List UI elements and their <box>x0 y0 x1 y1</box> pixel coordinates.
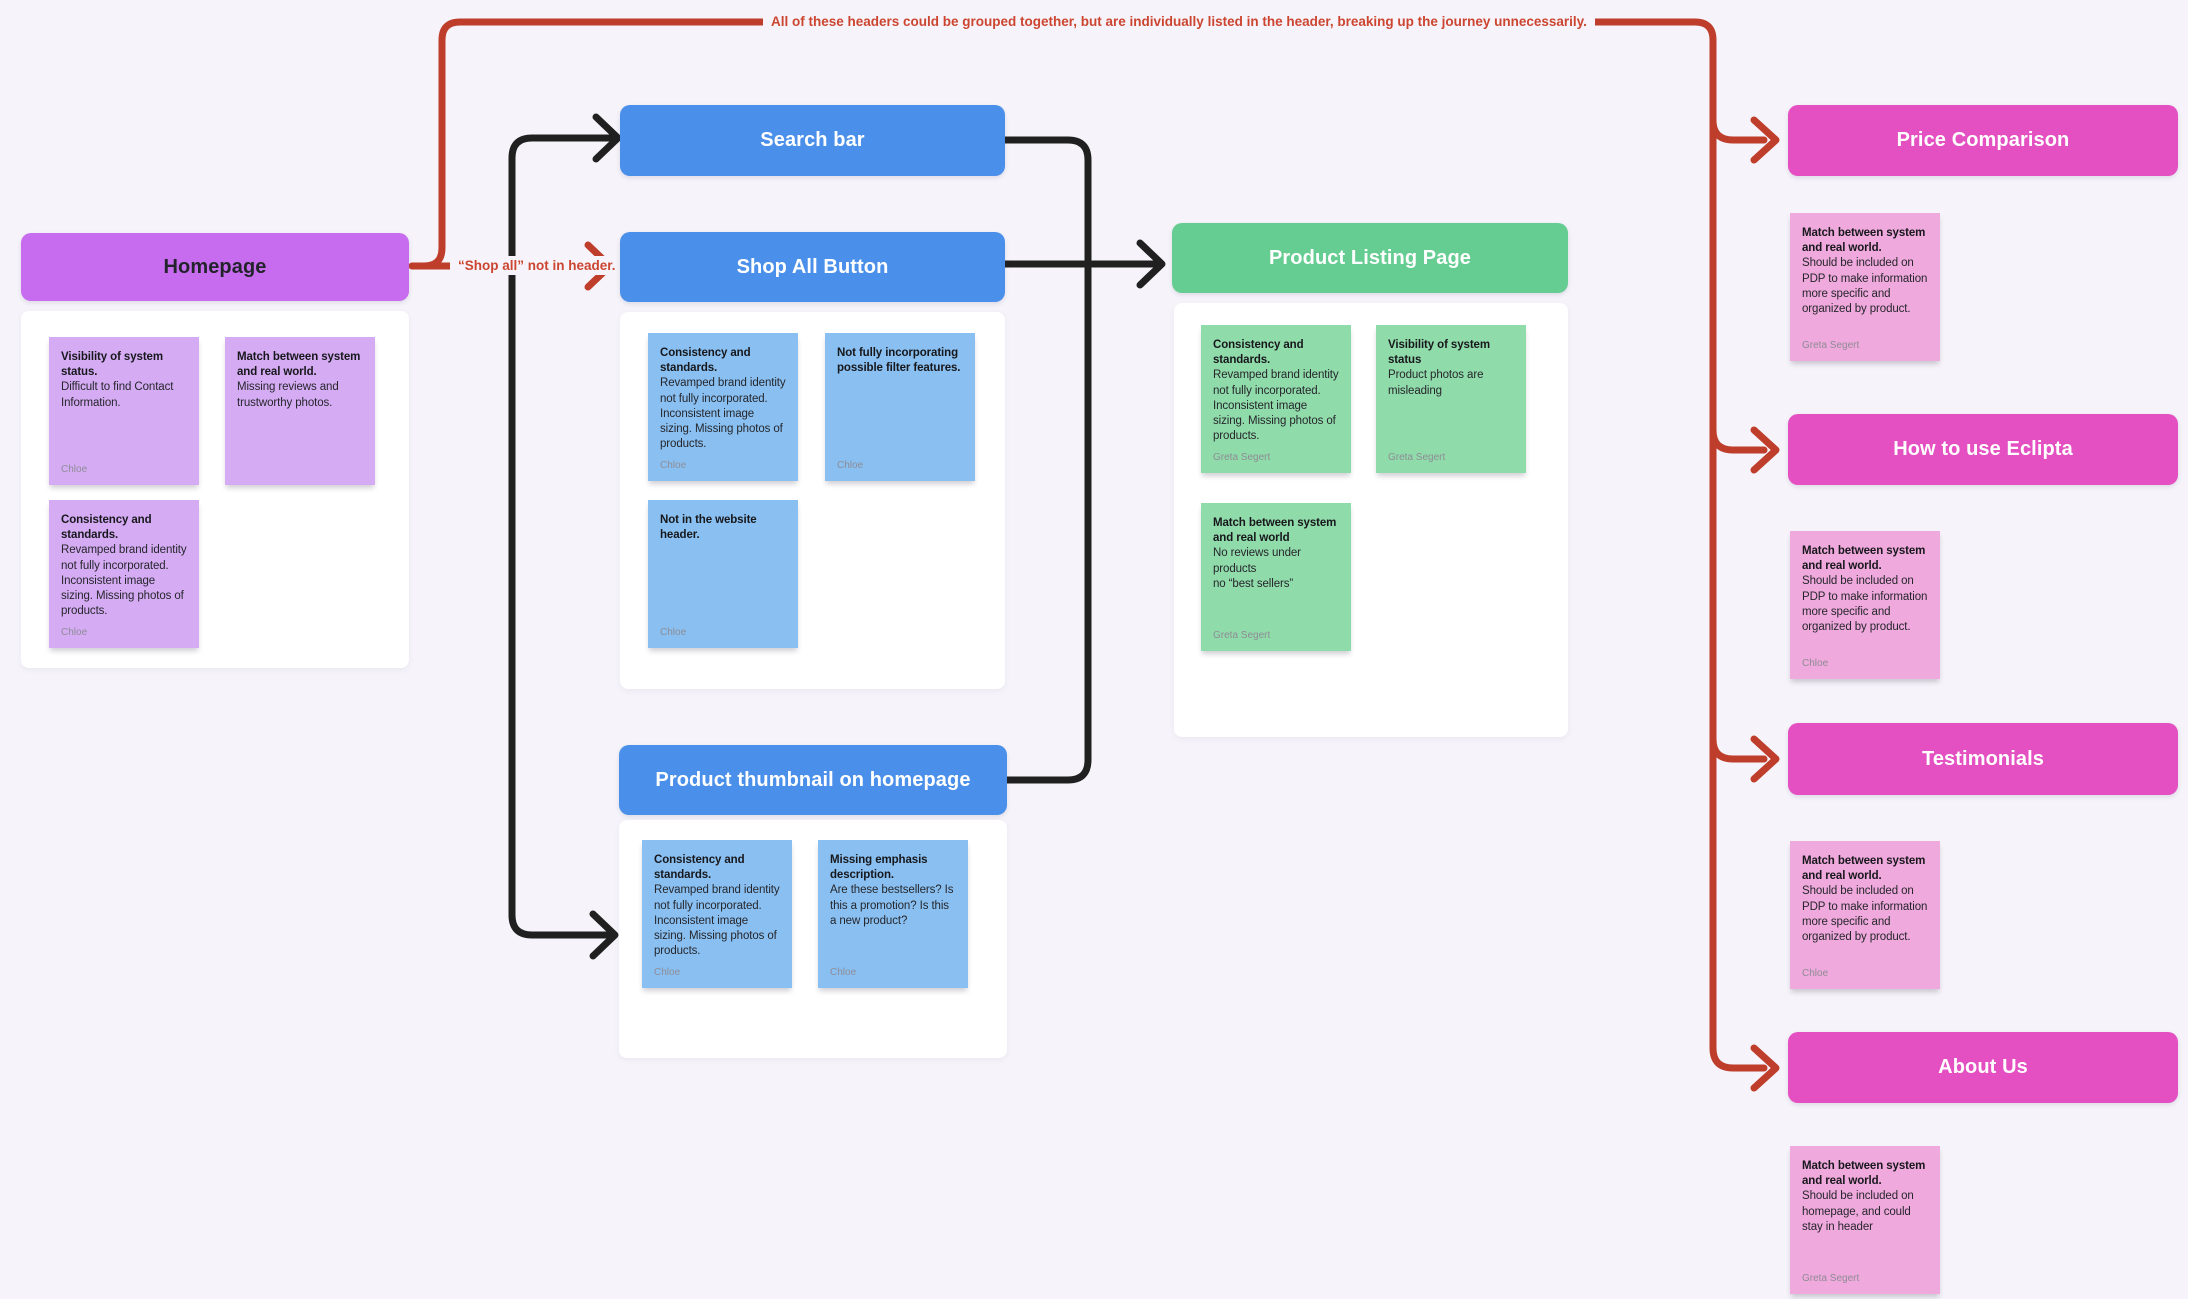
sticky-note-how-to-use[interactable]: Match between system and real world. Sho… <box>1790 531 1940 679</box>
sticky-note-plp-1[interactable]: Consistency and standards. Revamped bran… <box>1201 325 1351 473</box>
note-author: Chloe <box>830 966 857 978</box>
note-title: Not in the website header. <box>660 514 757 542</box>
about-us-header[interactable]: About Us <box>1788 1032 2178 1103</box>
note-title: Not fully incorporating possible filter … <box>837 347 961 375</box>
note-body: Revamped brand identity not fully incorp… <box>61 544 187 618</box>
note-title: Visibility of system status <box>1388 339 1490 367</box>
note-author: Chloe <box>61 626 88 638</box>
sticky-note-shop-all-3[interactable]: Not in the website header. Chloe <box>648 500 798 648</box>
connector-thumbnail-to-junction[interactable] <box>1001 260 1092 784</box>
note-body: Product photos are misleading <box>1388 369 1484 397</box>
note-author: Chloe <box>1802 967 1829 979</box>
note-title: Missing emphasis description. <box>830 854 928 882</box>
note-title: Consistency and standards. <box>660 347 751 375</box>
note-body: Should be included on PDP to make inform… <box>1802 885 1928 943</box>
arrowhead-search-bar <box>592 113 622 163</box>
shop-all-header[interactable]: Shop All Button <box>620 232 1005 302</box>
sticky-note-thumbnail-1[interactable]: Consistency and standards. Revamped bran… <box>642 840 792 988</box>
note-body: Missing reviews and trustworthy photos. <box>237 381 339 409</box>
product-listing-header[interactable]: Product Listing Page <box>1172 223 1568 293</box>
sticky-note-plp-3[interactable]: Match between system and real world No r… <box>1201 503 1351 651</box>
note-author: Chloe <box>837 459 864 471</box>
note-body: Should be included on PDP to make inform… <box>1802 575 1928 633</box>
note-body: Are these bestsellers? Is this a promoti… <box>830 884 954 927</box>
note-body: Difficult to find Contact Information. <box>61 381 174 409</box>
note-title: Consistency and standards. <box>1213 339 1304 367</box>
note-body: Revamped brand identity not fully incorp… <box>1213 369 1339 443</box>
how-to-use-header[interactable]: How to use Eclipta <box>1788 414 2178 485</box>
note-body: No reviews under products no “best selle… <box>1213 547 1301 590</box>
note-body: Should be included on PDP to make inform… <box>1802 257 1928 315</box>
note-title: Match between system and real world. <box>1802 855 1926 883</box>
testimonials-header[interactable]: Testimonials <box>1788 723 2178 795</box>
note-title: Match between system and real world. <box>1802 545 1926 573</box>
branch-testimonials[interactable] <box>1709 735 1768 763</box>
price-comparison-header[interactable]: Price Comparison <box>1788 105 2178 176</box>
note-author: Chloe <box>660 626 687 638</box>
sticky-note-price-comparison[interactable]: Match between system and real world. Sho… <box>1790 213 1940 361</box>
annotation-shop-all[interactable]: “Shop all” not in header. <box>450 256 624 275</box>
note-author: Chloe <box>1802 657 1829 669</box>
note-author: Greta Segert <box>1213 451 1271 463</box>
connector-search-bar-to-junction[interactable] <box>1001 136 1092 268</box>
sticky-note-testimonials[interactable]: Match between system and real world. Sho… <box>1790 841 1940 989</box>
arrowhead-plp <box>1136 239 1166 289</box>
note-body: Revamped brand identity not fully incorp… <box>660 377 786 451</box>
note-author: Greta Segert <box>1802 1272 1860 1284</box>
note-author: Chloe <box>61 463 88 475</box>
note-author: Chloe <box>660 459 687 471</box>
note-title: Match between system and real world. <box>1802 1160 1926 1188</box>
note-title: Match between system and real world. <box>237 351 361 379</box>
sticky-note-homepage-3[interactable]: Consistency and standards. Revamped bran… <box>49 500 199 648</box>
note-title: Visibility of system status. <box>61 351 163 379</box>
note-body: Should be included on homepage, and coul… <box>1802 1190 1914 1233</box>
note-author: Chloe <box>654 966 681 978</box>
arrowhead-price-comparison <box>1750 116 1780 164</box>
branch-how-to-use[interactable] <box>1709 426 1768 454</box>
note-title: Match between system and real world. <box>1802 227 1926 255</box>
arrowhead-about-us <box>1750 1044 1780 1092</box>
sticky-note-thumbnail-2[interactable]: Missing emphasis description. Are these … <box>818 840 968 988</box>
homepage-header[interactable]: Homepage <box>21 233 409 301</box>
sticky-note-homepage-2[interactable]: Match between system and real world. Mis… <box>225 337 375 485</box>
note-body: Revamped brand identity not fully incorp… <box>654 884 780 958</box>
note-author: Greta Segert <box>1213 629 1271 641</box>
sticky-note-about-us[interactable]: Match between system and real world. Sho… <box>1790 1146 1940 1294</box>
sticky-note-shop-all-2[interactable]: Not fully incorporating possible filter … <box>825 333 975 481</box>
product-thumbnail-header[interactable]: Product thumbnail on homepage <box>619 745 1007 815</box>
note-author: Greta Segert <box>1802 339 1860 351</box>
arrowhead-how-to-use <box>1750 426 1780 474</box>
annotation-header-grouping[interactable]: All of these headers could be grouped to… <box>763 12 1595 31</box>
sticky-note-shop-all-1[interactable]: Consistency and standards. Revamped bran… <box>648 333 798 481</box>
branch-price-comparison[interactable] <box>1709 116 1768 144</box>
note-author: Greta Segert <box>1388 451 1446 463</box>
arrowhead-testimonials <box>1750 735 1780 783</box>
note-title: Consistency and standards. <box>654 854 745 882</box>
search-bar-header[interactable]: Search bar <box>620 105 1005 176</box>
sticky-note-homepage-1[interactable]: Visibility of system status. Difficult t… <box>49 337 199 485</box>
sticky-note-plp-2[interactable]: Visibility of system status Product phot… <box>1376 325 1526 473</box>
note-title: Match between system and real world <box>1213 517 1337 545</box>
note-title: Consistency and standards. <box>61 514 152 542</box>
arrowhead-product-thumbnail <box>589 910 619 960</box>
